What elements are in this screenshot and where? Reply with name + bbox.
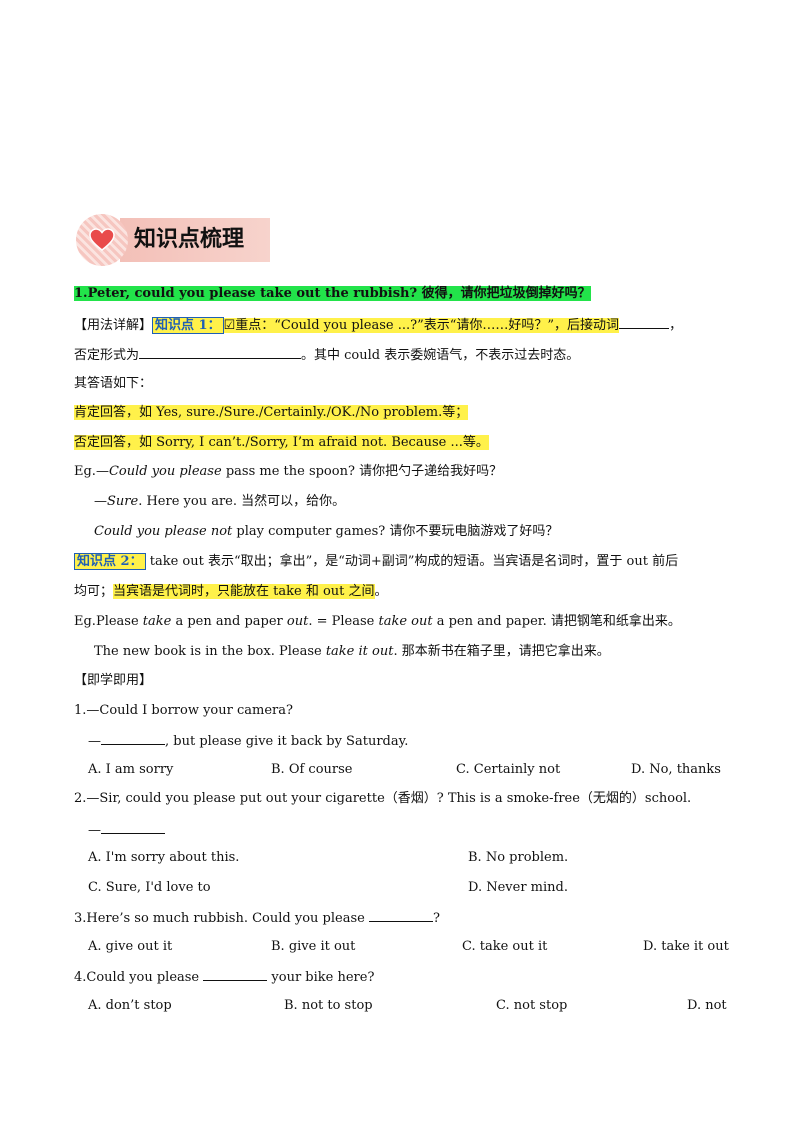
q2-option-d[interactable]: D. Never mind. <box>468 880 568 895</box>
example-1: Eg.—Could you please pass me the spoon? … <box>74 463 502 481</box>
example-emphasis: take <box>142 614 172 629</box>
q1-option-c[interactable]: C. Certainly not <box>456 762 561 777</box>
example-emphasis: Could you please <box>108 464 222 479</box>
positive-answers: 肯定回答，如 Yes, sure./Sure./Certainly./OK./N… <box>74 404 469 422</box>
example-emphasis: Could you please not <box>94 524 233 539</box>
question-4-text-a: 4.Could you please <box>74 970 204 985</box>
heading-title: 知识点梳理 <box>134 227 245 252</box>
negative-answers-text: 否定回答，如 Sorry, I can’t./Sorry, I’m afraid… <box>74 435 489 450</box>
example-text: Eg.Please <box>74 614 143 629</box>
answer-blank[interactable] <box>101 820 165 834</box>
practice-label: 【即学即用】 <box>74 673 153 688</box>
usage-label: 【用法详解】 <box>74 318 153 333</box>
q2-option-a[interactable]: A. I'm sorry about this. <box>88 850 240 865</box>
example-3: Could you please not play computer games… <box>94 523 558 541</box>
example-text: The new book is in the box. Please <box>94 644 326 659</box>
q4-option-b[interactable]: B. not to stop <box>284 998 373 1013</box>
q3-option-c[interactable]: C. take out it <box>462 939 548 954</box>
knowledge-point-1-label: 知识点 1： <box>152 317 224 334</box>
section-heading: 知识点梳理 <box>76 214 270 266</box>
q2-option-b[interactable]: B. No problem. <box>468 850 569 865</box>
heading-bar <box>120 218 270 262</box>
negation-text-a: 否定形式为 <box>74 348 140 363</box>
example-emphasis: out <box>286 614 309 629</box>
kp2-text-a: 均可； <box>74 584 114 599</box>
example-text: . Here you are. 当然可以，给你。 <box>138 494 346 509</box>
q4-option-a[interactable]: A. don’t stop <box>88 998 172 1013</box>
heading-badge <box>76 214 128 266</box>
q2-option-c[interactable]: C. Sure, I'd love to <box>88 880 211 895</box>
point-title-text: 1.Peter, could you please take out the r… <box>74 286 591 301</box>
question-2-line2: — <box>88 820 165 840</box>
example-prefix: Eg.— <box>74 464 109 479</box>
point-title: 1.Peter, could you please take out the r… <box>74 285 591 303</box>
q1-option-d[interactable]: D. No, thanks <box>631 762 721 777</box>
kp2-highlight: 当宾语是代词时，只能放在 take 和 out 之间 <box>113 584 375 599</box>
negation-text-b: 。其中 could 表示委婉语气，不表示过去时态。 <box>301 348 580 363</box>
negative-answers: 否定回答，如 Sorry, I can’t./Sorry, I’m afraid… <box>74 434 489 452</box>
answer-blank[interactable] <box>101 731 165 745</box>
positive-answers-text: 肯定回答，如 Yes, sure./Sure./Certainly./OK./N… <box>74 405 469 420</box>
example-5: The new book is in the box. Please take … <box>94 643 610 661</box>
answer-blank[interactable] <box>203 967 268 981</box>
example-emphasis: take it out <box>325 644 394 659</box>
question-2-stem: 2.—Sir, could you please put out your ci… <box>74 791 692 806</box>
answer-blank <box>139 345 302 359</box>
comma: ， <box>669 318 683 333</box>
q3-option-d[interactable]: D. take it out <box>643 939 729 954</box>
q1-option-b[interactable]: B. Of course <box>271 762 353 777</box>
example-text: . = Please <box>308 614 379 629</box>
q3-option-a[interactable]: A. give out it <box>88 939 173 954</box>
example-text: pass me the spoon? 请你把勺子递给我好吗？ <box>221 464 503 479</box>
answer-blank <box>619 315 670 329</box>
question-1-stem: 1.—Could I borrow your camera? <box>74 703 293 718</box>
example-text: play computer games? 请你不要玩电脑游戏了好吗？ <box>232 524 559 539</box>
knowledge-point-1-text: ☑重点：“Could you please ...?”表示“请你……好吗？”，后… <box>223 318 620 333</box>
question-1-text: , but please give it back by Saturday. <box>165 734 409 749</box>
example-text: a pen and paper <box>171 614 287 629</box>
q3-option-b[interactable]: B. give it out <box>271 939 356 954</box>
question-4-text-b: your bike here? <box>267 970 375 985</box>
dash: — <box>88 823 101 838</box>
example-text: . 那本新书在箱子里，请把它拿出来。 <box>393 644 610 659</box>
usage-line: 【用法详解】知识点 1：☑重点：“Could you please ...?”表… <box>74 315 682 335</box>
knowledge-point-2-text: take out 表示“取出；拿出”，是“动词+副词”构成的短语。当宾语是名词时… <box>149 554 679 569</box>
example-prefix: — <box>94 494 107 509</box>
question-3-stem: 3.Here’s so much rubbish. Could you plea… <box>74 908 440 928</box>
example-text: a pen and paper. 请把钢笔和纸拿出来。 <box>432 614 681 629</box>
example-4: Eg.Please take a pen and paper out. = Pl… <box>74 613 681 631</box>
question-3-text-a: 3.Here’s so much rubbish. Could you plea… <box>74 911 369 926</box>
answers-intro: 其答语如下： <box>74 376 153 391</box>
example-emphasis: Sure <box>107 494 139 509</box>
example-2: —Sure. Here you are. 当然可以，给你。 <box>94 493 345 511</box>
question-4-stem: 4.Could you please your bike here? <box>74 967 374 987</box>
q4-option-c[interactable]: C. not stop <box>496 998 568 1013</box>
knowledge-point-2: 知识点 2： take out 表示“取出；拿出”，是“动词+副词”构成的短语。… <box>74 553 678 571</box>
dash: — <box>88 734 101 749</box>
q4-option-d[interactable]: D. not <box>687 998 727 1013</box>
example-emphasis: take out <box>378 614 433 629</box>
knowledge-point-2-label: 知识点 2： <box>74 553 146 570</box>
knowledge-point-2-cont: 均可；当宾语是代词时，只能放在 take 和 out 之间。 <box>74 583 388 601</box>
answer-blank[interactable] <box>368 908 433 922</box>
heart-icon <box>89 228 115 251</box>
question-1-line2: — , but please give it back by Saturday. <box>88 731 408 751</box>
negation-line: 否定形式为 。其中 could 表示委婉语气，不表示过去时态。 <box>74 345 579 365</box>
kp2-text-b: 。 <box>374 584 388 599</box>
q1-option-a[interactable]: A. I am sorry <box>88 762 174 777</box>
question-3-text-b: ? <box>432 911 440 926</box>
